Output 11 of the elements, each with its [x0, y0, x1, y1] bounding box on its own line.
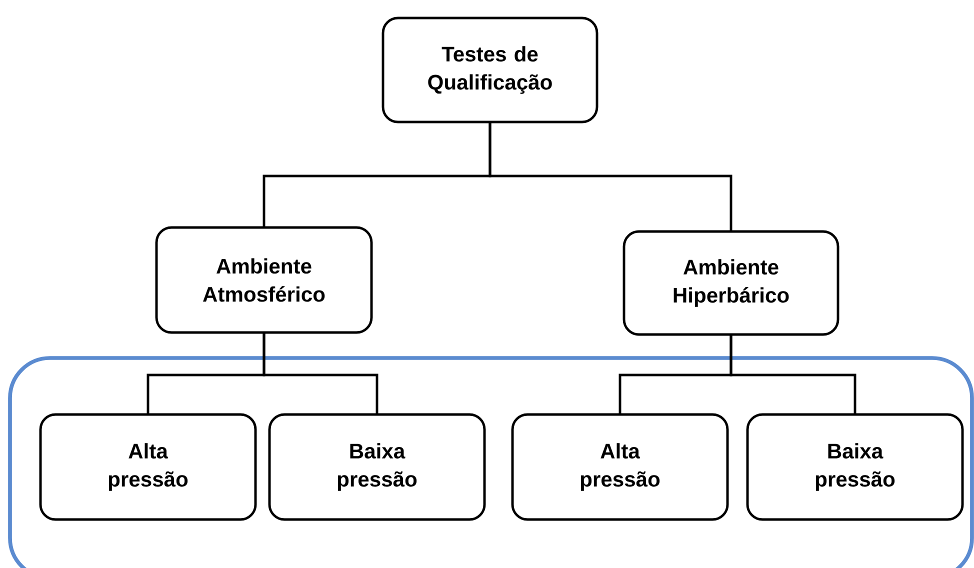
category-box: Ambiente Hiperbárico — [622, 230, 840, 336]
connector-line — [730, 334, 856, 414]
connector-line — [262, 332, 378, 414]
category-box: Alta pressão — [39, 413, 257, 521]
category-box: Baixa pressão — [746, 413, 964, 521]
connector-line — [488, 122, 732, 232]
category-box: Testes de Qualificação — [382, 16, 598, 124]
category-box: Ambiente Atmosférico — [155, 226, 373, 334]
rounded-frame — [8, 356, 974, 568]
category-box: Baixa pressão — [268, 413, 486, 521]
category-box: Alta pressão — [511, 413, 729, 521]
